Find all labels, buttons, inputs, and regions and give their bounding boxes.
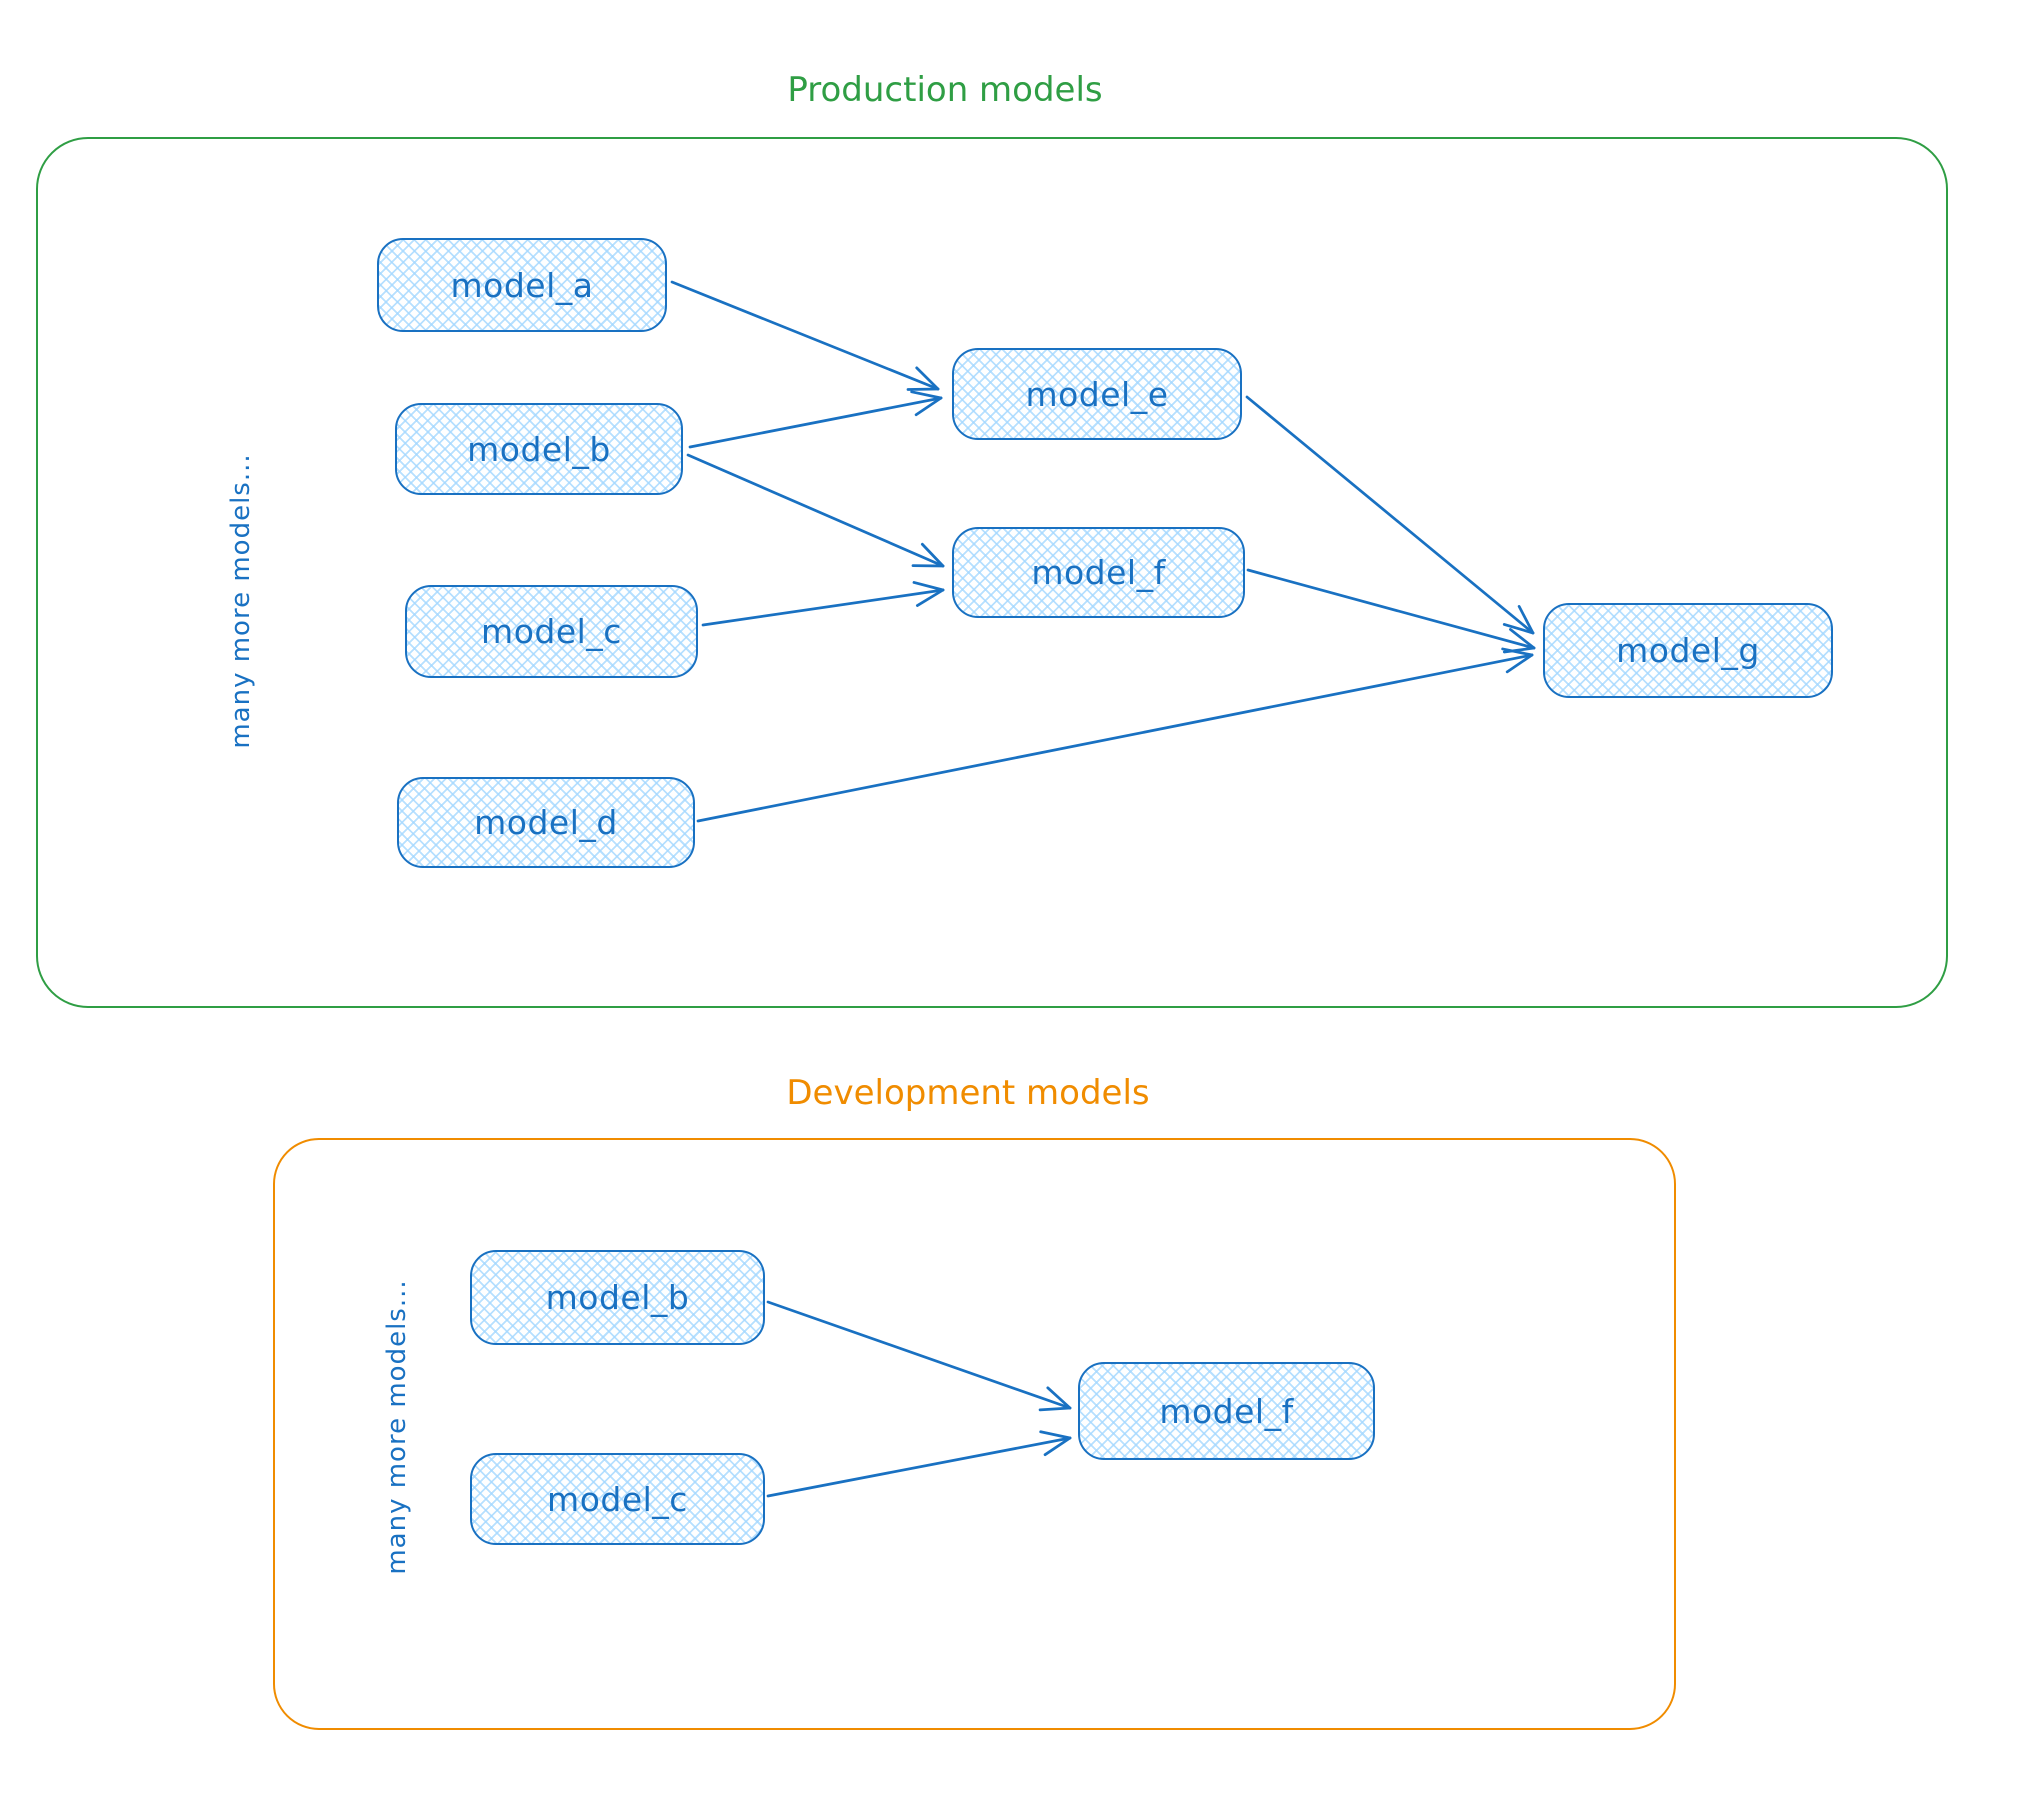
arrow-development-model_c-to-model_f-head[interactable] — [1039, 1430, 1072, 1440]
model-node-production-model_e[interactable]: model_e — [952, 348, 1242, 440]
development-frame[interactable] — [273, 1138, 1676, 1730]
arrow-production-model_c-to-model_f[interactable] — [701, 588, 945, 627]
arrow-production-model_e-to-model_g[interactable] — [1245, 395, 1535, 635]
arrow-production-model_b-to-model_f[interactable] — [686, 453, 945, 568]
production-frame[interactable] — [36, 137, 1948, 1008]
arrow-production-model_f-to-model_g[interactable] — [1246, 568, 1536, 650]
model-node-development-model_c[interactable]: model_c — [470, 1453, 765, 1545]
model-node-label: model_e — [1025, 374, 1169, 414]
development-section-title: Development models — [786, 1073, 1150, 1113]
arrow-production-model_a-to-model_e[interactable] — [670, 280, 940, 391]
arrow-production-model_f-to-model_g-head[interactable] — [1509, 628, 1536, 650]
production-section-title: Production models — [787, 70, 1103, 110]
model-node-label: model_d — [474, 803, 618, 842]
arrow-development-model_b-to-model_f[interactable] — [766, 1300, 1072, 1410]
arrow-production-model_e-to-model_g-head[interactable] — [1502, 623, 1535, 635]
arrow-production-model_d-to-model_g[interactable] — [696, 653, 1534, 823]
arrow-production-model_e-to-model_g-head[interactable] — [1517, 605, 1535, 635]
arrow-production-model_d-to-model_g-head[interactable] — [1505, 653, 1534, 674]
model-node-label: model_c — [481, 612, 622, 651]
model-node-label: model_f — [1159, 1391, 1294, 1431]
arrow-development-model_c-to-model_f[interactable] — [766, 1436, 1072, 1498]
production-side-label: many more models... — [226, 453, 256, 749]
arrow-production-model_a-to-model_e-head[interactable] — [906, 387, 940, 391]
model-node-label: model_a — [450, 265, 594, 305]
arrow-development-model_b-to-model_f-head[interactable] — [1046, 1386, 1072, 1410]
model-node-label: model_g — [1616, 631, 1760, 670]
development-side-label: many more models... — [382, 1279, 412, 1575]
arrow-production-model_a-to-model_e-head[interactable] — [915, 366, 940, 391]
arrow-production-model_c-to-model_f-head[interactable] — [915, 588, 945, 607]
arrow-production-model_d-to-model_g-head[interactable] — [1501, 647, 1534, 657]
model-node-production-model_c[interactable]: model_c — [405, 585, 698, 678]
model-node-production-model_f[interactable]: model_f — [952, 527, 1245, 618]
model-node-development-model_f[interactable]: model_f — [1078, 1362, 1375, 1460]
model-node-production-model_g[interactable]: model_g — [1543, 603, 1833, 698]
arrow-development-model_b-to-model_f-head[interactable] — [1038, 1406, 1072, 1412]
model-node-production-model_a[interactable]: model_a — [377, 238, 667, 332]
model-node-label: model_c — [547, 1479, 688, 1519]
arrow-production-model_b-to-model_e[interactable] — [688, 396, 943, 449]
arrow-production-model_b-to-model_e-head[interactable] — [914, 396, 943, 417]
model-node-label: model_f — [1031, 553, 1166, 592]
model-node-production-model_b[interactable]: model_b — [395, 403, 683, 495]
arrow-development-model_c-to-model_f-head[interactable] — [1043, 1436, 1072, 1457]
arrow-production-model_b-to-model_f-head[interactable] — [920, 542, 945, 568]
arrow-production-model_c-to-model_f-head[interactable] — [912, 581, 945, 592]
model-node-development-model_b[interactable]: model_b — [470, 1250, 765, 1345]
arrow-production-model_b-to-model_e-head[interactable] — [910, 390, 943, 400]
model-node-label: model_b — [545, 1278, 690, 1317]
model-node-production-model_d[interactable]: model_d — [397, 777, 695, 868]
model-node-label: model_b — [467, 429, 611, 469]
